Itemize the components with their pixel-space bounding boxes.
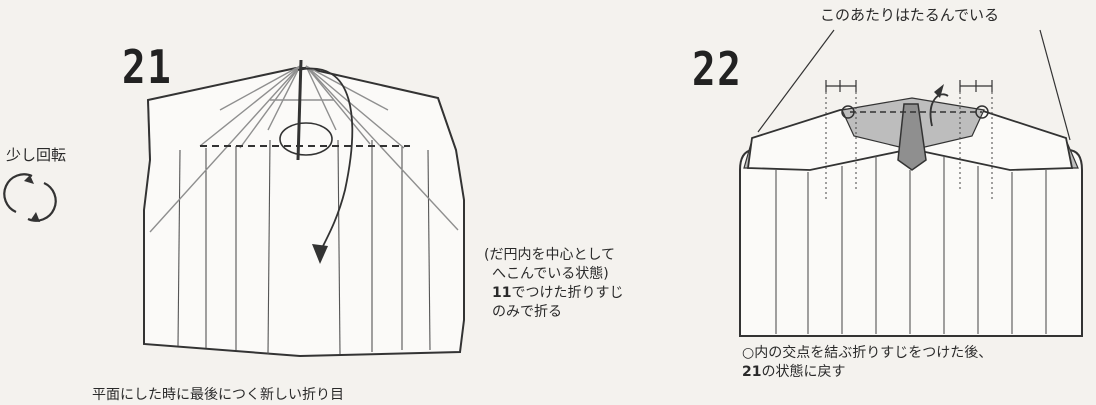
step-21-bottom-text: 平面にした時に最後につく新しい折り目 bbox=[92, 387, 344, 403]
step-22-note: ○内の交点を結ぶ折りすじをつけた後、 21の状態に戻す bbox=[742, 344, 992, 382]
note-step-ref: 11 bbox=[492, 285, 512, 301]
step-21-note: (だ円内を中心として へこんでいる状態) 11でつけた折りすじ のみで折る bbox=[484, 246, 623, 322]
note-line-1: (だ円内を中心として bbox=[484, 247, 616, 263]
step-22-line-2-text: の状態に戻す bbox=[761, 364, 846, 380]
step-22-ref: 21 bbox=[742, 364, 762, 380]
note-line-3-text: でつけた折りすじ bbox=[511, 285, 624, 301]
step-22-line-2: 21の状態に戻す bbox=[742, 363, 992, 382]
rotate-label: 少し回転 bbox=[6, 146, 67, 164]
slack-note: このあたりはたるんでいる bbox=[820, 6, 999, 24]
step-22-number: 22 bbox=[692, 42, 743, 96]
step-22-line-1: ○内の交点を結ぶ折りすじをつけた後、 bbox=[742, 345, 993, 361]
note-line-2: へこんでいる状態) bbox=[492, 266, 609, 282]
note-line-3: 11でつけた折りすじ bbox=[484, 284, 623, 303]
note-line-4: のみで折る bbox=[492, 304, 562, 320]
step-21-number: 21 bbox=[122, 40, 173, 94]
